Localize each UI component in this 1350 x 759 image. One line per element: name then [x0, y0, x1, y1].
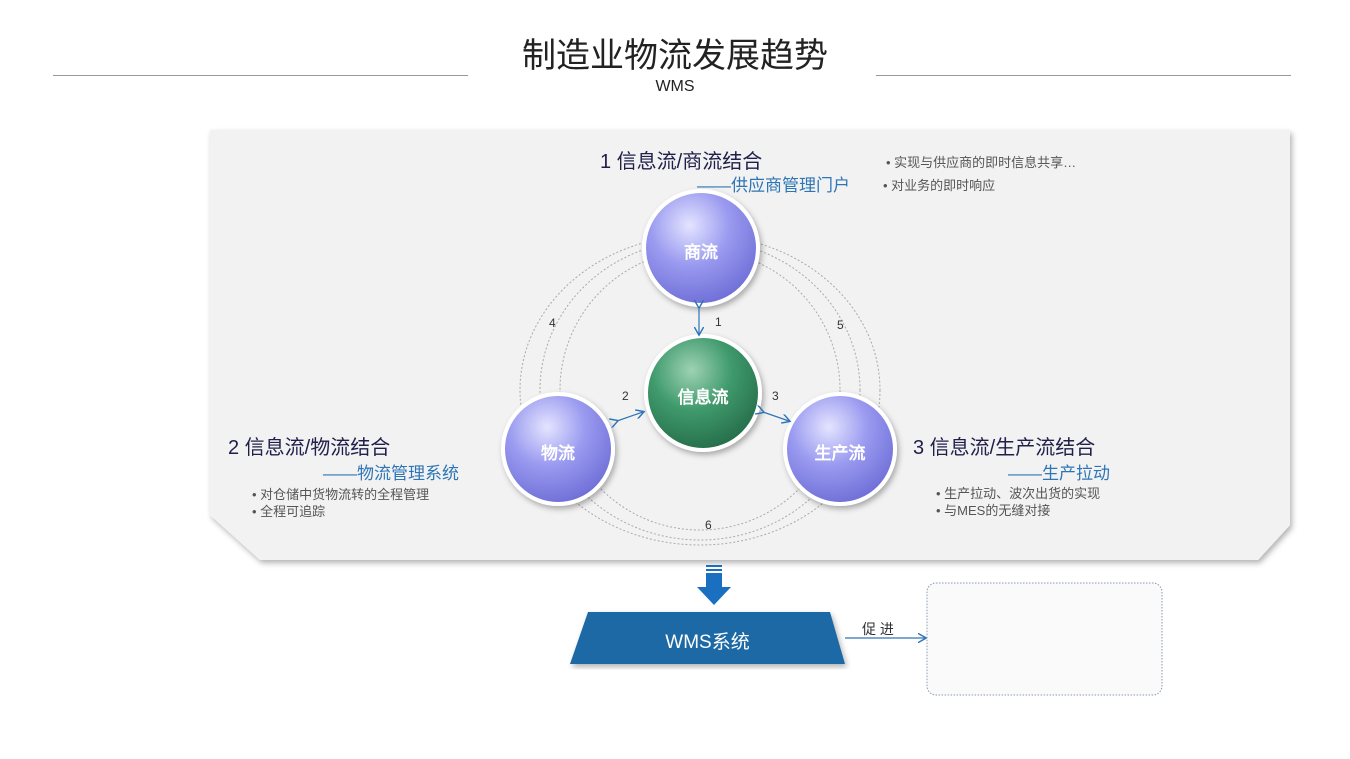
arrow-2: [617, 412, 643, 421]
node-info-label: 信息流: [677, 388, 729, 407]
node-production-label: 生产流: [814, 444, 866, 463]
divider-right: [876, 75, 1291, 76]
link-number: 1: [715, 315, 722, 329]
node-production: [783, 392, 897, 506]
section-2-system: ——物流管理系统: [323, 464, 459, 483]
section-2-heading: 2 信息流/物流结合: [228, 437, 391, 459]
section-3-heading: 3 信息流/生产流结合: [913, 437, 1096, 459]
background-panel: [210, 130, 1290, 560]
orbit-rings: [519, 234, 881, 546]
node-commerce-label: 商流: [684, 243, 718, 262]
section-2-bullet: • 对仓储中货物流转的全程管理: [252, 487, 430, 502]
section-3-bullet: • 生产拉动、波次出货的实现: [936, 486, 1101, 501]
result-box: [926, 582, 1163, 696]
link-number: 2: [622, 389, 629, 403]
wms-system-shape: [570, 612, 845, 664]
node-logistics-label: 物流: [541, 444, 575, 463]
link-number: 3: [772, 389, 779, 403]
section-2-bullet: • 全程可追踪: [252, 504, 326, 519]
page-title: 制造业物流发展趋势: [522, 37, 828, 75]
promote-label: 促 进: [862, 621, 894, 637]
down-arrow-icon: [697, 565, 731, 605]
section-1-heading: 1 信息流/商流结合: [600, 151, 763, 173]
section-1-bullet: • 对业务的即时响应: [883, 178, 996, 193]
link-number: 5: [837, 318, 844, 332]
section-1-bullet: • 实现与供应商的即时信息共享…: [886, 155, 1077, 170]
section-3-system: ——生产拉动: [1008, 464, 1110, 483]
divider-left: [53, 75, 468, 76]
section-1-system: ——供应商管理门户: [697, 176, 850, 195]
wms-system-label: WMS系统: [665, 632, 750, 653]
arrow-3: [763, 412, 789, 421]
node-logistics: [501, 392, 615, 506]
link-number: 6: [705, 518, 712, 532]
page-subtitle: WMS: [655, 78, 695, 95]
link-number: 4: [549, 316, 556, 330]
section-3-bullet: • 与MES的无缝对接: [936, 503, 1051, 518]
